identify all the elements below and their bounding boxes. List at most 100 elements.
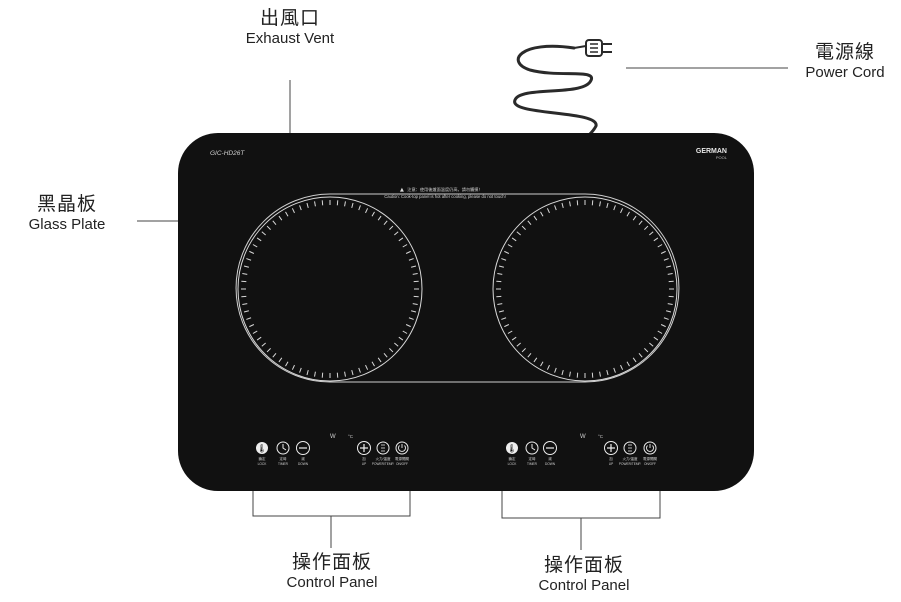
burner-tick bbox=[663, 258, 669, 261]
burner-tick bbox=[411, 310, 417, 313]
svg-text:🌡: 🌡 bbox=[257, 444, 267, 453]
cooking-zone-outline bbox=[235, 193, 680, 383]
burner-tick bbox=[606, 370, 609, 376]
lock-button[interactable]: 🌡 鎖定 LOCK bbox=[506, 442, 518, 466]
burner-tick bbox=[256, 336, 262, 341]
burner-tick bbox=[546, 208, 550, 214]
burner-tick bbox=[644, 348, 649, 353]
burner-tick bbox=[344, 201, 346, 207]
burner-tick bbox=[249, 250, 255, 254]
burner-tick bbox=[613, 367, 616, 373]
burner-tick bbox=[657, 244, 663, 248]
svg-text:電源開關: 電源開關 bbox=[643, 456, 657, 461]
burner-tick bbox=[521, 225, 526, 230]
svg-text:減: 減 bbox=[301, 456, 305, 461]
burner-tick bbox=[649, 342, 654, 347]
burner-tick bbox=[507, 244, 513, 248]
power-button[interactable]: 電源開關 ON/OFF bbox=[395, 441, 409, 466]
brand-logo: GERMAN bbox=[696, 148, 727, 155]
burner-tick bbox=[638, 220, 643, 225]
plus-button[interactable]: 加 UP bbox=[604, 441, 618, 467]
burner-tick bbox=[351, 370, 354, 376]
power-button[interactable]: 電源開關 ON/OFF bbox=[643, 441, 657, 466]
burner-tick bbox=[511, 336, 517, 341]
burner-tick bbox=[606, 202, 609, 208]
burner-tick bbox=[540, 361, 544, 367]
lock-button[interactable]: 🌡 鎖定 LOCK bbox=[256, 442, 268, 466]
burner-tick bbox=[599, 201, 601, 207]
burner-tick bbox=[246, 258, 252, 261]
burner-tick bbox=[272, 353, 277, 358]
burner-tick bbox=[667, 273, 673, 275]
svg-text:LOCK: LOCK bbox=[508, 462, 518, 466]
burner-tick bbox=[314, 201, 316, 207]
plus-button[interactable]: 加 UP bbox=[357, 441, 371, 467]
burner-tick bbox=[626, 211, 630, 217]
burner-tick bbox=[657, 330, 663, 334]
burner-tick bbox=[314, 371, 316, 377]
svg-text:加: 加 bbox=[609, 456, 613, 461]
burner-tick bbox=[507, 330, 513, 334]
burner-tick bbox=[516, 231, 521, 236]
svg-text:電源開關: 電源開關 bbox=[395, 456, 409, 461]
burner-tick bbox=[398, 237, 404, 242]
timer-button[interactable]: 定時 TIMER bbox=[525, 441, 539, 466]
burner-tick bbox=[383, 353, 388, 358]
mode-button[interactable]: 火力/溫度 POWER/TEMP. bbox=[619, 441, 641, 466]
mode-button[interactable]: 火力/溫度 POWER/TEMP. bbox=[372, 441, 394, 466]
power-indicator: W bbox=[580, 434, 586, 440]
burner-tick bbox=[546, 364, 550, 370]
burner-tick bbox=[660, 250, 666, 254]
burner-tick bbox=[504, 250, 510, 254]
burner-tick bbox=[299, 205, 302, 211]
warning-icon: ▲ bbox=[400, 187, 404, 193]
svg-text:DOWN: DOWN bbox=[545, 462, 556, 466]
burner-tick bbox=[285, 361, 289, 367]
svg-text:TIMER: TIMER bbox=[278, 462, 289, 466]
burner-tick bbox=[649, 231, 654, 236]
control-panel-right-bracket bbox=[501, 491, 661, 519]
burner-tick bbox=[498, 310, 504, 313]
burner-tick bbox=[511, 237, 517, 242]
burner-tick bbox=[411, 265, 417, 268]
burner-tick bbox=[408, 258, 414, 261]
burner-tick bbox=[383, 220, 388, 225]
svg-text:POWER/TEMP.: POWER/TEMP. bbox=[619, 462, 641, 466]
burner-tick bbox=[527, 353, 532, 358]
burner-tick bbox=[644, 225, 649, 230]
burner-tick bbox=[554, 367, 557, 373]
burner-tick bbox=[561, 370, 564, 376]
burner-right bbox=[492, 196, 678, 382]
minus-button[interactable]: 減 DOWN bbox=[296, 441, 310, 467]
burner-tick bbox=[278, 215, 283, 221]
burner-tick bbox=[516, 342, 521, 347]
burner-tick bbox=[569, 371, 571, 377]
exhaust-vent-label: 出風口 Exhaust Vent bbox=[245, 7, 335, 47]
burner-tick bbox=[252, 330, 258, 334]
warning-zh: 注意：使用後爐面溫度仍高，請勿觸摸！ bbox=[407, 186, 482, 193]
burner-tick bbox=[358, 367, 361, 373]
burner-tick bbox=[666, 265, 672, 268]
burner-tick bbox=[638, 353, 643, 358]
control-panel-right-label: 操作面板 Control Panel bbox=[538, 554, 630, 594]
svg-text:LOCK: LOCK bbox=[258, 462, 268, 466]
burner-tick bbox=[663, 317, 669, 320]
burner-tick bbox=[497, 273, 503, 275]
burner-tick bbox=[246, 317, 252, 320]
control-panel-left-label: 操作面板 Control Panel bbox=[286, 551, 378, 591]
burner-tick bbox=[501, 258, 507, 261]
burner-tick bbox=[344, 371, 346, 377]
burner-tick bbox=[365, 208, 369, 214]
minus-button[interactable]: 減 DOWN bbox=[543, 441, 557, 467]
burner-tick bbox=[371, 211, 375, 217]
temp-indicator: °C bbox=[348, 434, 354, 439]
timer-button[interactable]: 定時 TIMER bbox=[276, 441, 290, 466]
svg-text:TIMER: TIMER bbox=[527, 462, 538, 466]
svg-text:🌡: 🌡 bbox=[507, 444, 517, 453]
burner-tick bbox=[504, 324, 510, 328]
burner-tick bbox=[561, 202, 564, 208]
svg-text:DOWN: DOWN bbox=[298, 462, 309, 466]
burner-tick bbox=[402, 244, 408, 248]
burner-tick bbox=[660, 324, 666, 328]
burner-tick bbox=[405, 250, 411, 254]
